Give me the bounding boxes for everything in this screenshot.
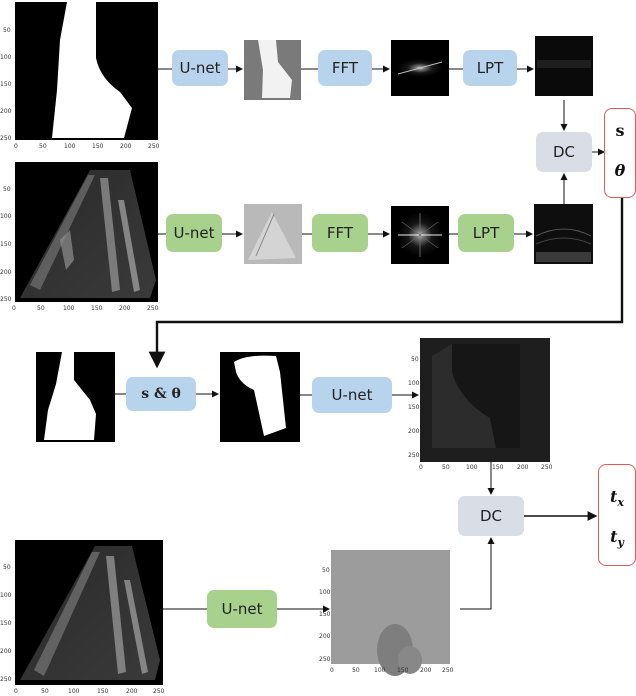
unet-mid-box: U-net [166, 214, 222, 252]
output-ty-label: ty [610, 527, 624, 550]
tick-x: 150 [91, 305, 103, 312]
tick-x: 100 [466, 464, 478, 471]
dc-bottom-box: DC [458, 496, 524, 536]
tick-x: 250 [148, 143, 160, 150]
lpt-mid-box: LPT [458, 214, 514, 252]
tick-x: 0 [419, 464, 423, 471]
tick-y: 50 [322, 567, 330, 574]
output-theta-label: θ [614, 161, 626, 180]
tick-y: 250 [408, 452, 420, 459]
mask-image-row3 [36, 352, 115, 442]
lpt-image-top [535, 36, 593, 96]
tick-x: 150 [397, 667, 409, 674]
lpt-top-box: LPT [463, 50, 517, 86]
sar-thumb-mid [244, 204, 302, 264]
tick-x: 100 [374, 667, 386, 674]
mask-image-top [15, 2, 158, 140]
tick-x: 100 [63, 305, 75, 312]
tick-x: 150 [492, 464, 504, 471]
fft-top-box: FFT [318, 50, 372, 86]
tick-y: 150 [0, 81, 12, 88]
tick-y: 50 [411, 356, 419, 363]
tick-x: 0 [12, 305, 16, 312]
tick-y: 100 [0, 54, 12, 61]
tick-x: 50 [39, 143, 47, 150]
tick-y: 200 [0, 108, 12, 115]
unet-top-box: U-net [172, 50, 228, 86]
tick-y: 200 [408, 428, 420, 435]
tick-y: 250 [0, 296, 12, 303]
tick-y: 150 [0, 241, 12, 248]
unet-bottom-box: U-net [207, 590, 277, 628]
tick-x: 150 [97, 688, 109, 695]
tick-x: 200 [119, 305, 131, 312]
output-tx-ty: tx ty [598, 464, 636, 566]
fft-mid-box: FFT [312, 214, 368, 252]
tick-x: 250 [541, 464, 553, 471]
tick-x: 100 [68, 688, 80, 695]
sar-image-mid [15, 162, 158, 302]
tick-y: 100 [0, 592, 12, 599]
output-s-theta: s θ [604, 108, 636, 198]
tick-y: 200 [319, 633, 331, 640]
fft-image-mid [391, 206, 449, 264]
tick-y: 200 [0, 269, 12, 276]
tick-x: 200 [420, 667, 432, 674]
output-image-row3 [420, 338, 550, 462]
tick-x: 0 [14, 143, 18, 150]
tick-x: 150 [92, 143, 104, 150]
tick-y: 250 [0, 676, 12, 683]
tick-y: 150 [0, 620, 12, 627]
fft-image-top [391, 40, 449, 96]
s-theta-transform-box: s & θ [126, 377, 196, 411]
tick-x: 50 [442, 464, 450, 471]
output-s-label: s [615, 121, 625, 140]
tick-x: 200 [120, 143, 132, 150]
tick-x: 50 [352, 667, 360, 674]
tick-x: 0 [14, 688, 18, 695]
tick-y: 50 [3, 27, 11, 34]
tick-y: 100 [319, 589, 331, 596]
tick-y: 250 [0, 135, 12, 142]
tick-y: 250 [319, 656, 331, 663]
tick-x: 250 [153, 688, 165, 695]
tick-x: 50 [41, 688, 49, 695]
tick-y: 50 [3, 564, 11, 571]
tick-y: 150 [319, 611, 331, 618]
tick-x: 0 [330, 667, 334, 674]
output-image-bottom [331, 550, 450, 676]
output-tx-label: tx [610, 487, 624, 510]
tick-y: 50 [3, 186, 11, 193]
tick-y: 100 [0, 213, 12, 220]
tick-y: 200 [0, 648, 12, 655]
transformed-mask-row3 [220, 352, 300, 442]
tick-y: 100 [408, 380, 420, 387]
tick-x: 200 [126, 688, 138, 695]
tick-x: 250 [147, 305, 159, 312]
unet-row3-box: U-net [312, 377, 392, 413]
sar-image-bottom [15, 540, 163, 685]
tick-y: 150 [408, 404, 420, 411]
lpt-image-mid [534, 204, 593, 264]
tick-x: 250 [442, 667, 454, 674]
tick-x: 200 [517, 464, 529, 471]
tick-x: 50 [37, 305, 45, 312]
mask-thumb-top [244, 40, 301, 100]
tick-x: 100 [64, 143, 76, 150]
dc-top-box: DC [536, 132, 592, 172]
